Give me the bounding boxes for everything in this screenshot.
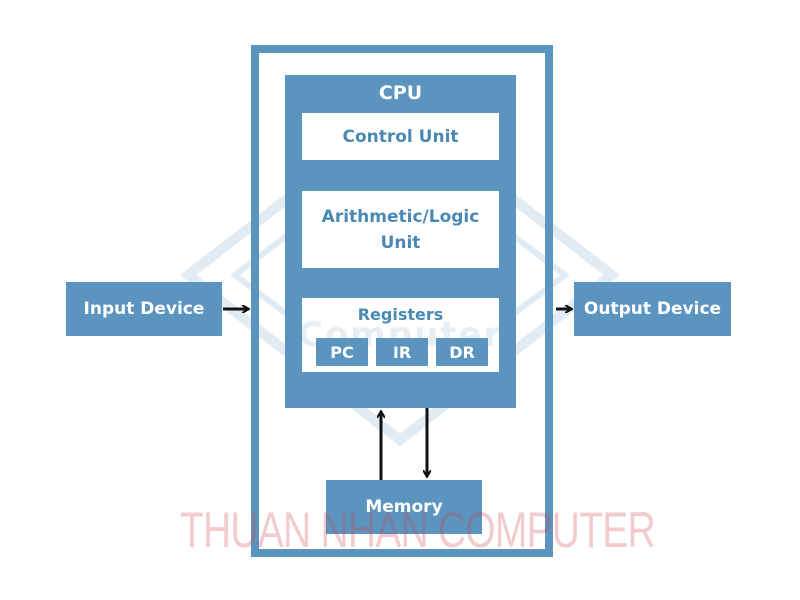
register-dr: DR xyxy=(436,338,488,366)
watermark-text: THUAN NHAN COMPUTER xyxy=(180,502,656,558)
registers-label: Registers xyxy=(357,305,444,324)
memory-box: Memory xyxy=(326,480,482,534)
alu-box: Arithmetic/Logic Unit xyxy=(302,191,499,268)
logo-watermark-text: Computer xyxy=(298,315,503,355)
output-device-label: Output Device xyxy=(583,299,722,319)
control-unit-label: Control Unit xyxy=(342,126,459,147)
alu-label: Arithmetic/Logic Unit xyxy=(321,206,480,253)
control-unit-box: Control Unit xyxy=(302,113,499,160)
memory-label: Memory xyxy=(365,497,443,517)
input-device-label: Input Device xyxy=(83,299,205,319)
register-pc: PC xyxy=(316,338,368,366)
cpu-label: CPU xyxy=(378,82,423,104)
register-ir: IR xyxy=(376,338,428,366)
system-frame xyxy=(251,45,553,557)
input-device-box: Input Device xyxy=(66,282,222,336)
output-device-box: Output Device xyxy=(574,282,731,336)
